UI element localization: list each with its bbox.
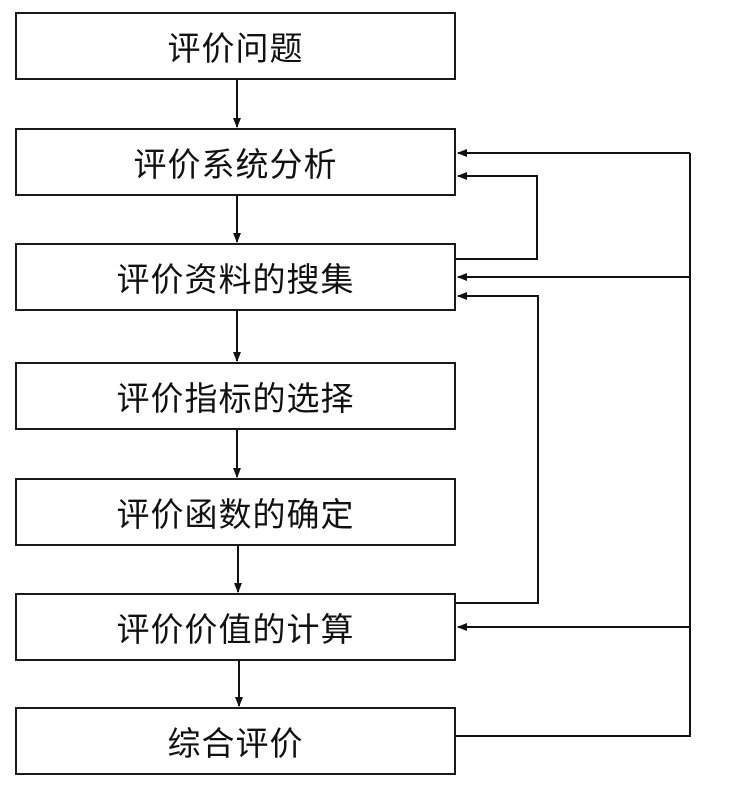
node-comprehensive-evaluation: 综合评价 (15, 707, 456, 775)
node-data-collection: 评价资料的搜集 (15, 243, 456, 311)
node-label: 评价问题 (167, 29, 304, 68)
node-label: 评价资料的搜集 (116, 260, 355, 299)
node-evaluation-problem: 评价问题 (15, 12, 456, 80)
node-label: 评价函数的确定 (116, 495, 355, 534)
node-function-determination: 评价函数的确定 (15, 478, 456, 546)
edge-n7-trunk (456, 153, 691, 737)
edge-n3-n2 (456, 172, 538, 260)
node-label: 评价系统分析 (133, 145, 338, 184)
node-system-analysis: 评价系统分析 (15, 128, 456, 196)
node-label: 评价指标的选择 (116, 379, 355, 418)
node-value-calculation: 评价价值的计算 (15, 593, 456, 661)
node-indicator-selection: 评价指标的选择 (15, 362, 456, 430)
edge-n6-n3 (456, 292, 539, 604)
node-label: 评价价值的计算 (116, 610, 355, 649)
node-label: 综合评价 (167, 724, 304, 763)
